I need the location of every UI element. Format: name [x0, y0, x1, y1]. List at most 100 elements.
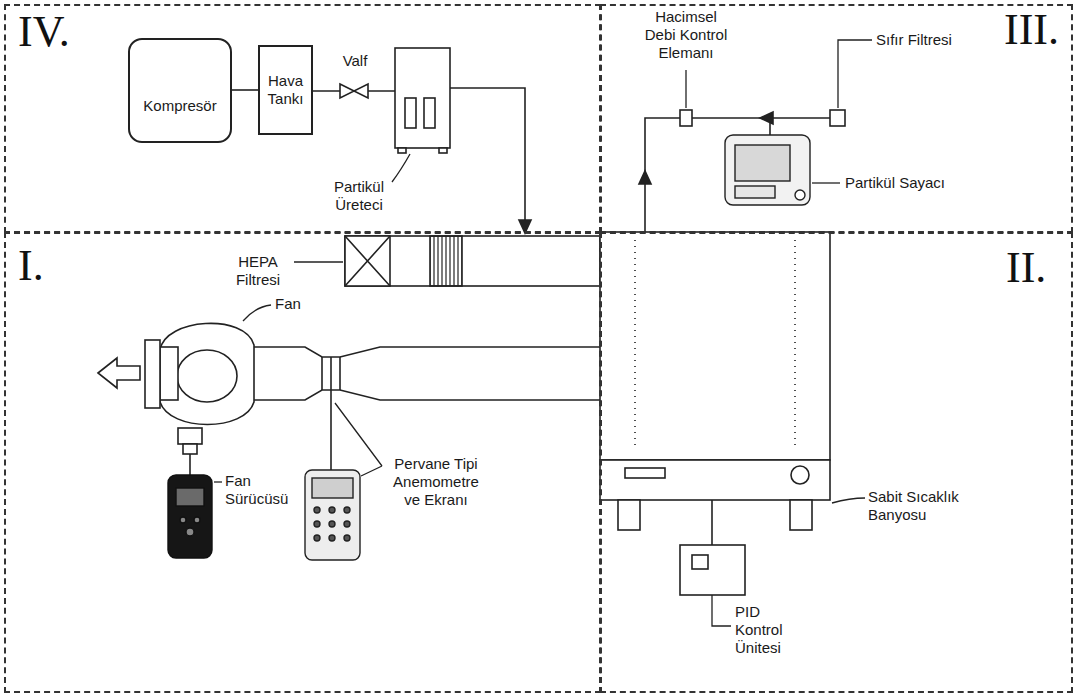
bath-tank-part [635, 240, 795, 450]
leader-lines-part [712, 595, 731, 626]
leader-lines-part [243, 305, 271, 321]
anemometer-probe [330, 357, 332, 470]
pid-unit-part [680, 545, 745, 595]
bath-tank-part [625, 468, 665, 478]
particle-counter-part [795, 190, 805, 200]
particle-counter [725, 135, 810, 205]
region-number: II. [1006, 246, 1046, 290]
fan-motor-part [189, 454, 191, 475]
leader-lines [214, 40, 872, 626]
leader-lines-part [685, 70, 686, 108]
particle-counter-part [735, 145, 790, 181]
sampling-line-part [680, 110, 692, 126]
particle-generator-part [424, 98, 435, 128]
part-label: Hacimsel Debi Kontrol Elemanı [638, 8, 734, 62]
part-label: Fan [275, 295, 301, 313]
leader-lines-part [812, 182, 840, 183]
bath-tank-part [600, 232, 830, 460]
main-duct-part [250, 347, 600, 357]
fan-driver-part [180, 517, 186, 523]
aerosol-line-part [450, 88, 525, 222]
hepa-duct-part [345, 236, 390, 286]
box-label: Kompresör [143, 97, 216, 115]
fan-housing-part [145, 340, 160, 408]
leader-lines-part [214, 481, 222, 482]
anemometer-display-part [312, 478, 353, 498]
aerosol-line [450, 88, 531, 233]
particle-counter-part [725, 135, 810, 205]
particle-generator-part [405, 98, 416, 128]
sampling-line-part [830, 110, 845, 126]
region-number: IV. [18, 10, 70, 54]
exhaust-arrow [98, 358, 140, 388]
pipe-connector [232, 89, 258, 91]
hepa-duct-part [345, 236, 390, 286]
sampling-line-part [639, 171, 651, 184]
particle-generator-part [439, 148, 447, 153]
region-number: III. [1004, 8, 1059, 52]
anemometer-display-part [344, 521, 350, 527]
part-label: Sıfır Filtresi [876, 31, 952, 49]
leader-lines-part [294, 261, 343, 262]
fan-driver-part [168, 475, 212, 558]
main-duct-part [250, 390, 600, 400]
fan-driver [168, 475, 212, 558]
leader-lines-part [838, 40, 872, 108]
hepa-duct-part [345, 236, 600, 286]
leader-lines-part [832, 498, 865, 503]
fan-housing-part [177, 350, 237, 402]
bath-tank-part [618, 500, 640, 530]
pid-unit-part [711, 500, 713, 545]
bath-tank [600, 232, 830, 530]
particle-counter-part [735, 186, 775, 198]
region-number: I. [18, 244, 44, 288]
leader-lines-part [392, 154, 410, 182]
anemometer-display-part [329, 521, 335, 527]
fan-motor-part [183, 444, 197, 454]
part-label: Partikül Sayacı [845, 174, 945, 192]
sampling-line-part [760, 112, 773, 124]
part-label: HEPA Filtresi [225, 253, 291, 289]
part-label: Partikül Üreteci [323, 178, 395, 214]
hepa-duct [345, 236, 600, 286]
bath-tank-part [600, 460, 830, 500]
part-label: Pervane Tipi Anemometre ve Ekranı [386, 455, 486, 509]
main-duct [250, 347, 600, 400]
exhaust-arrow-part [98, 358, 140, 388]
anemometer-display [305, 470, 360, 560]
anemometer-display-part [314, 507, 320, 513]
fan-driver-part [186, 528, 194, 536]
particle-generator-part [395, 48, 450, 148]
part-label: Sabit Sıcaklık Banyosu [868, 488, 980, 524]
region-panel: II. [600, 232, 1073, 693]
pid-unit [680, 500, 745, 595]
fan-driver-part [194, 517, 200, 523]
valve-symbol [340, 84, 368, 98]
anemometer-display-part [344, 507, 350, 513]
sampling-line-part [645, 118, 830, 232]
fan-housing-part [160, 323, 254, 424]
part-label: Valf [335, 52, 375, 70]
fan-motor-part [178, 428, 202, 444]
anemometer-display-part [344, 535, 350, 541]
part-label: PID Kontrol Ünitesi [735, 603, 805, 657]
valve-symbol-part [340, 84, 368, 98]
compressor-box: Kompresör [128, 38, 232, 143]
leader-lines-part [335, 403, 382, 476]
hepa-duct-part [430, 236, 462, 286]
anemometer-display-part [305, 470, 360, 560]
anemometer-display-part [314, 521, 320, 527]
part-label: Fan Sürücüsü [225, 472, 297, 508]
anemometer-probe-part [330, 357, 332, 470]
particle-generator [395, 48, 450, 153]
box-label: Hava Tankı [264, 72, 307, 108]
anemometer-display-part [314, 535, 320, 541]
pid-unit-part [692, 555, 708, 569]
sampling-line [639, 110, 845, 232]
fan-driver-part [176, 488, 204, 506]
anemometer-display-part [329, 507, 335, 513]
region-panel: IV. Kompresör Hava Tankı [4, 4, 601, 233]
tank-box: Hava Tankı [258, 45, 313, 135]
anemometer-display-part [329, 535, 335, 541]
